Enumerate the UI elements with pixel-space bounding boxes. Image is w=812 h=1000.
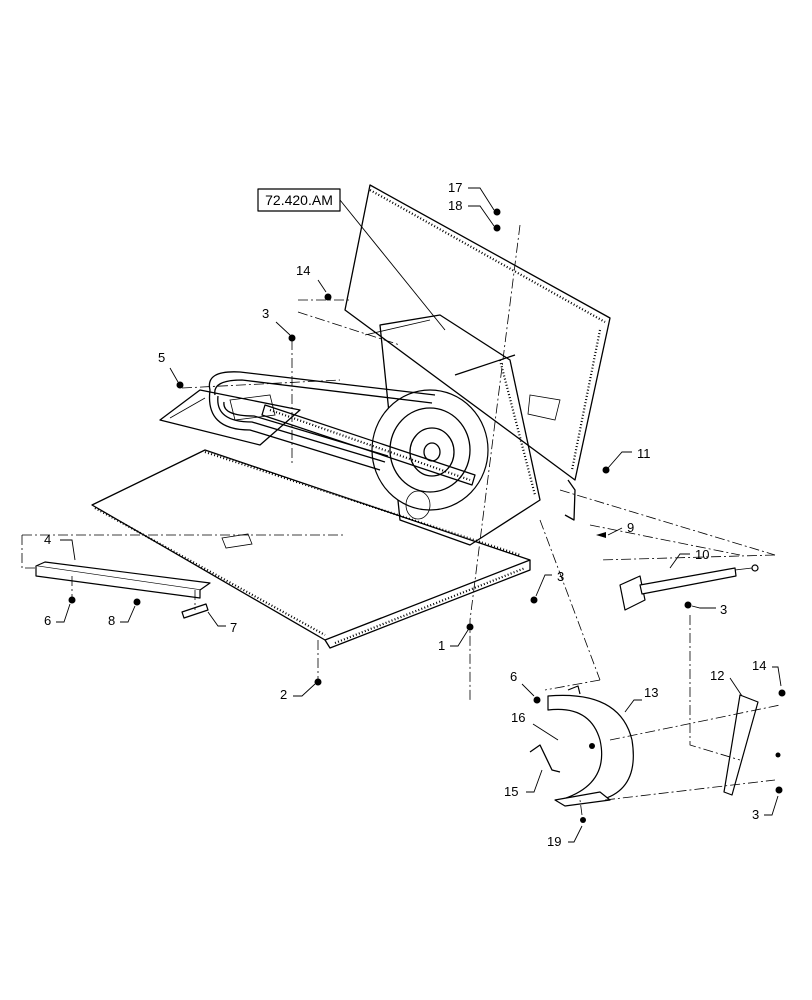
svg-text:6: 6 bbox=[44, 613, 51, 628]
callout-6: 6 bbox=[44, 603, 71, 628]
svg-text:3: 3 bbox=[557, 569, 564, 584]
drive-pulley bbox=[371, 389, 489, 520]
reference-box[interactable]: 72.420.AM bbox=[257, 188, 446, 331]
callout-9: 9 bbox=[607, 520, 634, 536]
callout-5: 5 bbox=[158, 350, 179, 383]
svg-text:16: 16 bbox=[511, 710, 525, 725]
reference-label[interactable]: 72.420.AM bbox=[265, 192, 333, 208]
callout-6: 6 bbox=[510, 669, 535, 697]
svg-text:5: 5 bbox=[158, 350, 165, 365]
svg-text:7: 7 bbox=[230, 620, 237, 635]
svg-text:13: 13 bbox=[644, 685, 658, 700]
svg-text:2: 2 bbox=[280, 687, 287, 702]
callout-15: 15 bbox=[504, 769, 543, 799]
svg-text:12: 12 bbox=[710, 668, 724, 683]
part-12-bracket bbox=[723, 694, 759, 796]
callout-19: 19 bbox=[547, 825, 583, 849]
svg-text:14: 14 bbox=[296, 263, 310, 278]
svg-text:9: 9 bbox=[627, 520, 634, 535]
svg-text:17: 17 bbox=[448, 180, 462, 195]
svg-text:14: 14 bbox=[752, 658, 766, 673]
floor-pan bbox=[91, 449, 531, 649]
svg-text:18: 18 bbox=[448, 198, 462, 213]
callout-8: 8 bbox=[108, 605, 136, 628]
svg-text:3: 3 bbox=[262, 306, 269, 321]
callout-11: 11 bbox=[607, 446, 651, 469]
callouts: 17 18 14 3 5 11 9 4 bbox=[44, 180, 782, 849]
part-7-pin bbox=[181, 603, 209, 619]
upper-rail bbox=[159, 389, 301, 446]
svg-text:6: 6 bbox=[510, 669, 517, 684]
part-15-handle bbox=[529, 744, 561, 773]
drive-belts bbox=[208, 371, 436, 471]
svg-text:15: 15 bbox=[504, 784, 518, 799]
callout-2: 2 bbox=[280, 683, 316, 702]
svg-text:1: 1 bbox=[438, 638, 445, 653]
svg-text:3: 3 bbox=[720, 602, 727, 617]
callout-10: 10 bbox=[669, 547, 709, 569]
callout-16: 16 bbox=[511, 710, 559, 741]
svg-text:19: 19 bbox=[547, 834, 561, 849]
callout-1: 1 bbox=[438, 629, 469, 653]
callout-13: 13 bbox=[624, 685, 658, 713]
part-13-shield bbox=[547, 685, 634, 807]
part-4-strip bbox=[35, 561, 211, 599]
part-10-shaft bbox=[619, 564, 759, 611]
callout-7: 7 bbox=[207, 611, 237, 635]
callout-3: 3 bbox=[262, 306, 291, 336]
svg-text:8: 8 bbox=[108, 613, 115, 628]
callout-4: 4 bbox=[44, 532, 76, 561]
callout-17: 17 bbox=[448, 180, 495, 211]
svg-text:4: 4 bbox=[44, 532, 51, 547]
assembly-lines bbox=[21, 224, 781, 816]
hardware-bolts bbox=[68, 208, 786, 823]
callout-3: 3 bbox=[691, 602, 727, 617]
callout-18: 18 bbox=[448, 198, 495, 227]
upper-panel bbox=[344, 184, 611, 521]
callout-14: 14 bbox=[296, 263, 327, 293]
callout-3: 3 bbox=[535, 569, 564, 597]
callout-14: 14 bbox=[752, 658, 782, 687]
callout-12: 12 bbox=[710, 668, 743, 697]
svg-text:3: 3 bbox=[752, 807, 759, 822]
hood-housing bbox=[364, 314, 541, 546]
center-shaft bbox=[229, 394, 476, 486]
svg-text:11: 11 bbox=[637, 446, 651, 461]
callout-3: 3 bbox=[752, 795, 779, 822]
svg-text:10: 10 bbox=[695, 547, 709, 562]
